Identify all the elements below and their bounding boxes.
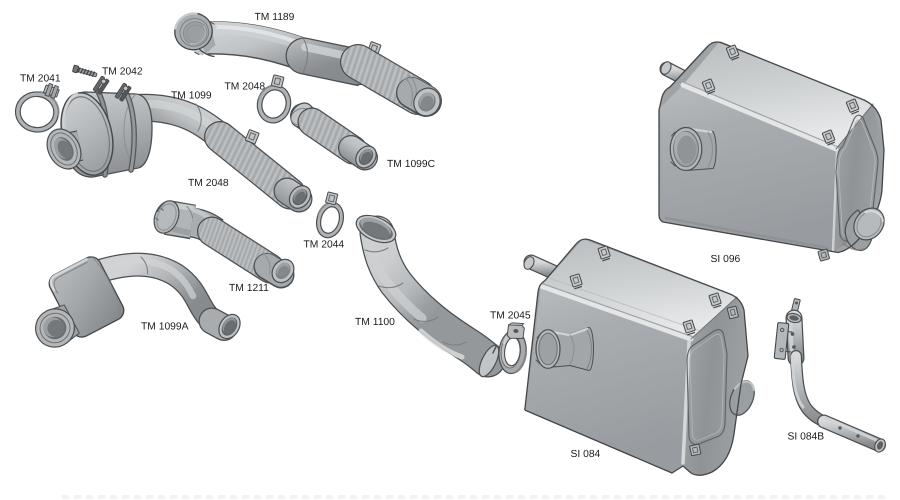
- svg-text:TM 2048: TM 2048: [225, 82, 266, 93]
- svg-text:TM 2042: TM 2042: [102, 67, 143, 78]
- svg-text:TM 1099A: TM 1099A: [141, 322, 189, 333]
- svg-text:TM 2041: TM 2041: [20, 74, 61, 85]
- svg-text:SI 084: SI 084: [571, 449, 601, 460]
- svg-text:TM 1099C: TM 1099C: [387, 159, 436, 170]
- svg-text:SI 096: SI 096: [711, 254, 741, 265]
- svg-text:TM 1189: TM 1189: [255, 12, 295, 23]
- svg-text:TM 2044: TM 2044: [304, 240, 345, 251]
- svg-text:TM 1100: TM 1100: [355, 317, 395, 328]
- svg-text:SI 084B: SI 084B: [788, 432, 825, 443]
- svg-text:TM 2048: TM 2048: [188, 178, 229, 189]
- svg-text:TM 2045: TM 2045: [490, 311, 531, 322]
- svg-text:TM 1211: TM 1211: [229, 283, 269, 294]
- svg-text:TM 1099: TM 1099: [171, 91, 212, 102]
